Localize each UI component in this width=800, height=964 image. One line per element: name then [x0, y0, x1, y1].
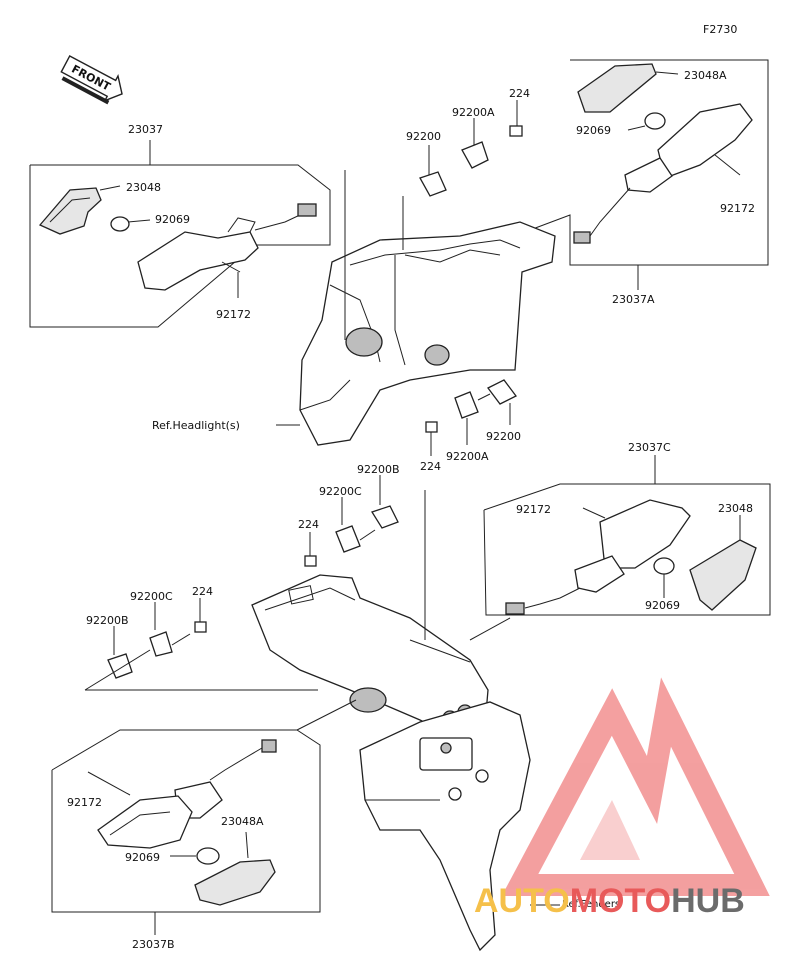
watermark-part2: MOTO: [570, 882, 671, 920]
bolt-224-rear: [304, 555, 317, 567]
housing-left: [137, 231, 259, 291]
callout-23037A: 23037A: [612, 293, 655, 306]
callout-92172-rear-left: 92172: [67, 796, 102, 809]
callout-92200C-left: 92200C: [130, 590, 173, 603]
connector-left: [297, 203, 317, 217]
callout-92200B-left: 92200B: [86, 614, 129, 627]
callout-92069-left: 92069: [155, 213, 190, 226]
lens-23048-left: [38, 187, 102, 235]
bolt-224-mid: [425, 421, 438, 433]
callout-23037: 23037: [128, 123, 163, 136]
ref-headlight: Ref.Headlight(s): [152, 419, 240, 432]
callout-224-top: 224: [509, 87, 530, 100]
bulb-92069-right: [644, 112, 666, 130]
callout-224-mid: 224: [420, 460, 441, 473]
callout-92069-rear-left: 92069: [125, 851, 160, 864]
diagram-code: F2730: [703, 23, 737, 36]
bolt-224-left: [194, 621, 207, 633]
callout-92200A-mid: 92200A: [446, 450, 489, 463]
callout-92069-right: 92069: [576, 124, 611, 137]
callout-23037C: 23037C: [628, 441, 671, 454]
turn-signal-rear-left-group: [51, 699, 357, 935]
bracket-92200C-left: [149, 631, 173, 657]
callout-92200-mid: 92200: [486, 430, 521, 443]
turn-signal-rear-right-group: [483, 455, 771, 616]
ref-fenders: Ref.Fenders: [562, 899, 620, 910]
connector-right: [573, 231, 591, 244]
signal-mount-hole-left: [345, 327, 383, 357]
housing-right: [657, 103, 753, 179]
bracket-92200C-top: [335, 525, 361, 553]
bulb-92069-left: [110, 216, 130, 232]
callout-23048-left: 23048: [126, 181, 161, 194]
watermark-logo: [501, 677, 770, 896]
callout-92200C-top: 92200C: [319, 485, 362, 498]
callout-23048A-right: 23048A: [684, 69, 727, 82]
rear-left-hardware: [84, 598, 318, 691]
watermark-text: AUTOMOTOHUB: [474, 882, 745, 920]
watermark-part3: HUB: [671, 882, 745, 920]
callout-224-rear: 224: [298, 518, 319, 531]
front-arrow-icon: FRONT: [60, 55, 123, 105]
callout-92200-top: 92200: [406, 130, 441, 143]
bracket-92200A-top: [461, 141, 489, 169]
lens-23048-rear-right: [689, 539, 757, 611]
bolt-224-top: [509, 125, 523, 137]
front-mount-hardware: [419, 100, 523, 197]
callout-92172-left: 92172: [216, 308, 251, 321]
rear-fender: [251, 574, 531, 952]
connector-rear-left: [261, 739, 277, 753]
plate-92200-mid: [487, 379, 517, 405]
plate-92200-top: [419, 171, 447, 197]
callout-92172-rear-right: 92172: [516, 503, 551, 516]
callout-92200B-top: 92200B: [357, 463, 400, 476]
connector-rear-right: [505, 602, 525, 615]
callout-92172-right: 92172: [720, 202, 755, 215]
callout-224-left: 224: [192, 585, 213, 598]
front-cowl: [299, 221, 556, 446]
lens-23048A-rear-left: [194, 859, 276, 906]
plate-92200B-left: [107, 653, 133, 679]
callout-92069-rear-right: 92069: [645, 599, 680, 612]
callout-23048A-rear-left: 23048A: [221, 815, 264, 828]
turn-signal-front-left-group: [29, 140, 331, 328]
housing-rear-left: [97, 795, 193, 849]
bulb-92069-rear-left: [196, 847, 220, 865]
signal-mount-hole-rear: [349, 687, 387, 713]
plate-92200B-top: [371, 505, 399, 529]
callout-23048-rear-right: 23048: [718, 502, 753, 515]
bulb-92069-rear-right: [653, 557, 675, 575]
watermark-part1: AUTO: [474, 882, 570, 920]
turn-signal-front-right-group: [529, 59, 769, 290]
callout-92200A-top: 92200A: [452, 106, 495, 119]
callout-23037B: 23037B: [132, 938, 175, 951]
bracket-92200A-mid: [454, 391, 479, 419]
lens-23048A-right: [577, 63, 657, 113]
rear-upper-hardware: [304, 475, 399, 567]
cowl-mount-hardware: [425, 379, 517, 456]
